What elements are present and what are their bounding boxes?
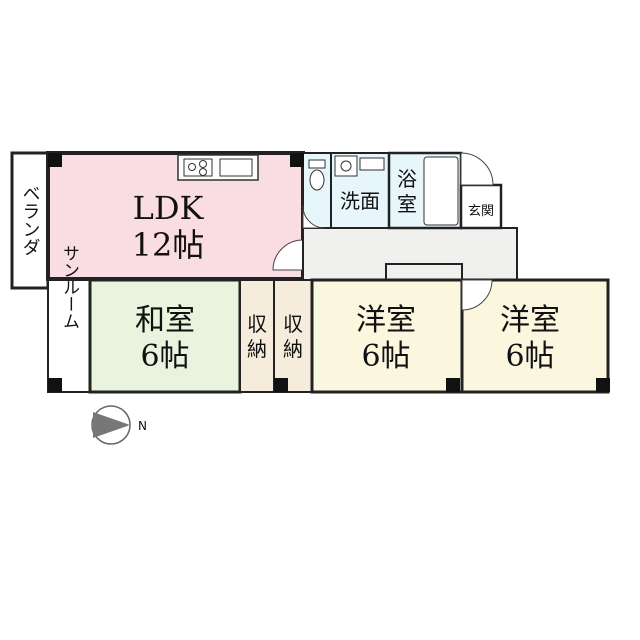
closet-1-label-top: 収: [247, 312, 267, 336]
washroom-label: 洗面: [340, 189, 380, 213]
closet-1-label-bottom: 納: [247, 337, 267, 361]
kitchen-counter: [177, 154, 259, 181]
bathroom-label-top: 浴: [397, 167, 417, 191]
washitsu-room: [88, 278, 242, 394]
entrance-label: 玄関: [468, 204, 494, 219]
youshitsu-2-size: 6帖: [505, 339, 554, 374]
washitsu-name: 和室: [135, 303, 195, 338]
bathtub-icon: [423, 156, 459, 226]
youshitsu-2-room: [460, 278, 610, 394]
compass-icon: [91, 405, 131, 445]
youshitsu-2-door: [461, 279, 493, 311]
toilet-icon: [308, 159, 326, 191]
closet-2-label-top: 収: [283, 312, 303, 336]
toilet-door: [302, 204, 326, 229]
youshitsu-1-room: [310, 278, 464, 394]
compass-label: N: [138, 419, 147, 433]
washitsu-size: 6帖: [140, 339, 189, 374]
ldk-room: [46, 151, 305, 281]
ldk-size: 12帖: [132, 226, 205, 264]
sunroom-label: サンルーム: [59, 245, 79, 330]
closet-2-label-bottom: 納: [283, 337, 303, 361]
sink-icon: [334, 155, 385, 177]
veranda-area: [10, 151, 50, 290]
ldk-name: LDK: [133, 189, 205, 227]
youshitsu-2-name: 洋室: [500, 303, 560, 338]
veranda-label: ベランダ: [20, 184, 41, 256]
hall-step: [385, 263, 463, 281]
youshitsu-1-size: 6帖: [361, 339, 410, 374]
entrance-door: [460, 152, 494, 186]
closet-1: [239, 279, 275, 393]
bathroom-label-bottom: 室: [397, 192, 417, 216]
columns: [48, 153, 610, 392]
youshitsu-1-name: 洋室: [356, 303, 416, 338]
ldk-door: [272, 239, 304, 271]
closet-2: [273, 279, 313, 393]
